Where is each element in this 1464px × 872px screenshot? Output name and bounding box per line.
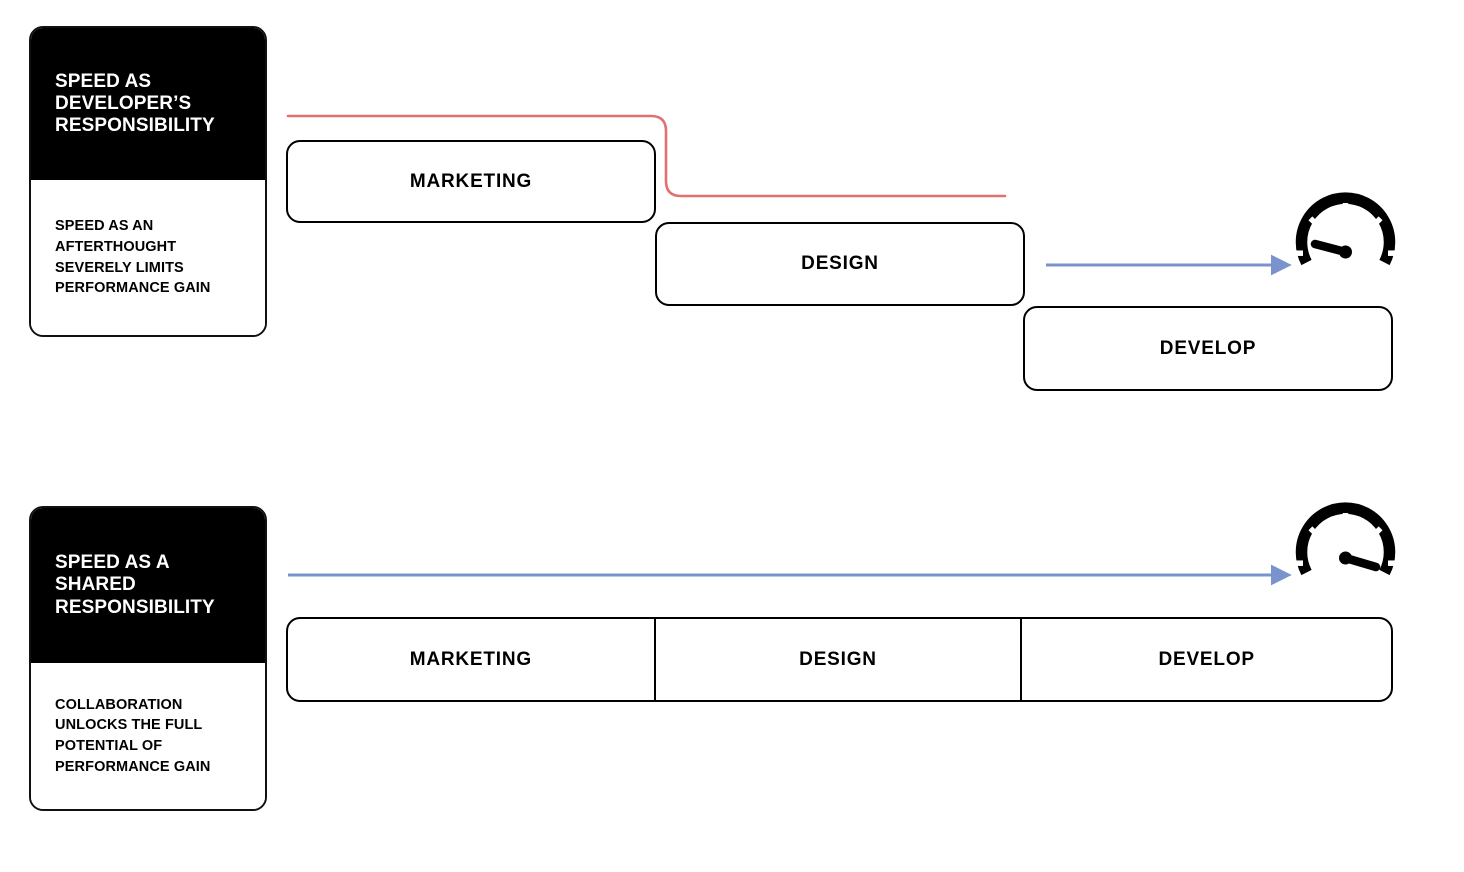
- stage-box-design-top[interactable]: DESIGN: [655, 222, 1025, 306]
- stage-box-develop-bottom[interactable]: DEVELOP: [1022, 619, 1391, 700]
- stage-box-marketing-bottom[interactable]: MARKETING: [288, 619, 656, 700]
- card-body-block: SPEED AS AN AFTERTHOUGHT SEVERELY LIMITS…: [31, 180, 265, 335]
- stage-bar-shared: MARKETING DESIGN DEVELOP: [286, 617, 1393, 702]
- card-body-text: SPEED AS AN AFTERTHOUGHT SEVERELY LIMITS…: [55, 218, 211, 297]
- card-heading-text: SPEED AS A SHARED RESPONSIBILITY: [55, 552, 215, 618]
- card-body-text: COLLABORATION UNLOCKS THE FULL POTENTIAL…: [55, 696, 211, 775]
- stage-label-marketing: MARKETING: [409, 170, 533, 192]
- stage-label-design: DESIGN: [799, 648, 877, 670]
- card-heading-block: SPEED AS DEVELOPER’S RESPONSIBILITY: [31, 28, 265, 180]
- card-heading-text: SPEED AS DEVELOPER’S RESPONSIBILITY: [55, 70, 215, 137]
- label-card-shared-responsibility: SPEED AS A SHARED RESPONSIBILITY COLLABO…: [29, 506, 267, 811]
- stage-box-marketing-top[interactable]: MARKETING: [286, 140, 656, 223]
- speedometer-icon-low: [1294, 192, 1397, 266]
- stage-label-design: DESIGN: [801, 253, 879, 274]
- stage-label-develop: DEVELOP: [1158, 648, 1255, 670]
- speedometer-icon-high: [1294, 502, 1397, 576]
- card-body-block: COLLABORATION UNLOCKS THE FULL POTENTIAL…: [31, 663, 265, 809]
- card-heading-block: SPEED AS A SHARED RESPONSIBILITY: [31, 508, 265, 663]
- stage-box-design-bottom[interactable]: DESIGN: [656, 619, 1023, 700]
- label-card-developer-responsibility: SPEED AS DEVELOPER’S RESPONSIBILITY SPEE…: [29, 26, 267, 337]
- stage-label-develop: DEVELOP: [1159, 337, 1257, 359]
- stage-label-marketing: MARKETING: [409, 648, 532, 670]
- stage-box-develop-top[interactable]: DEVELOP: [1023, 306, 1393, 391]
